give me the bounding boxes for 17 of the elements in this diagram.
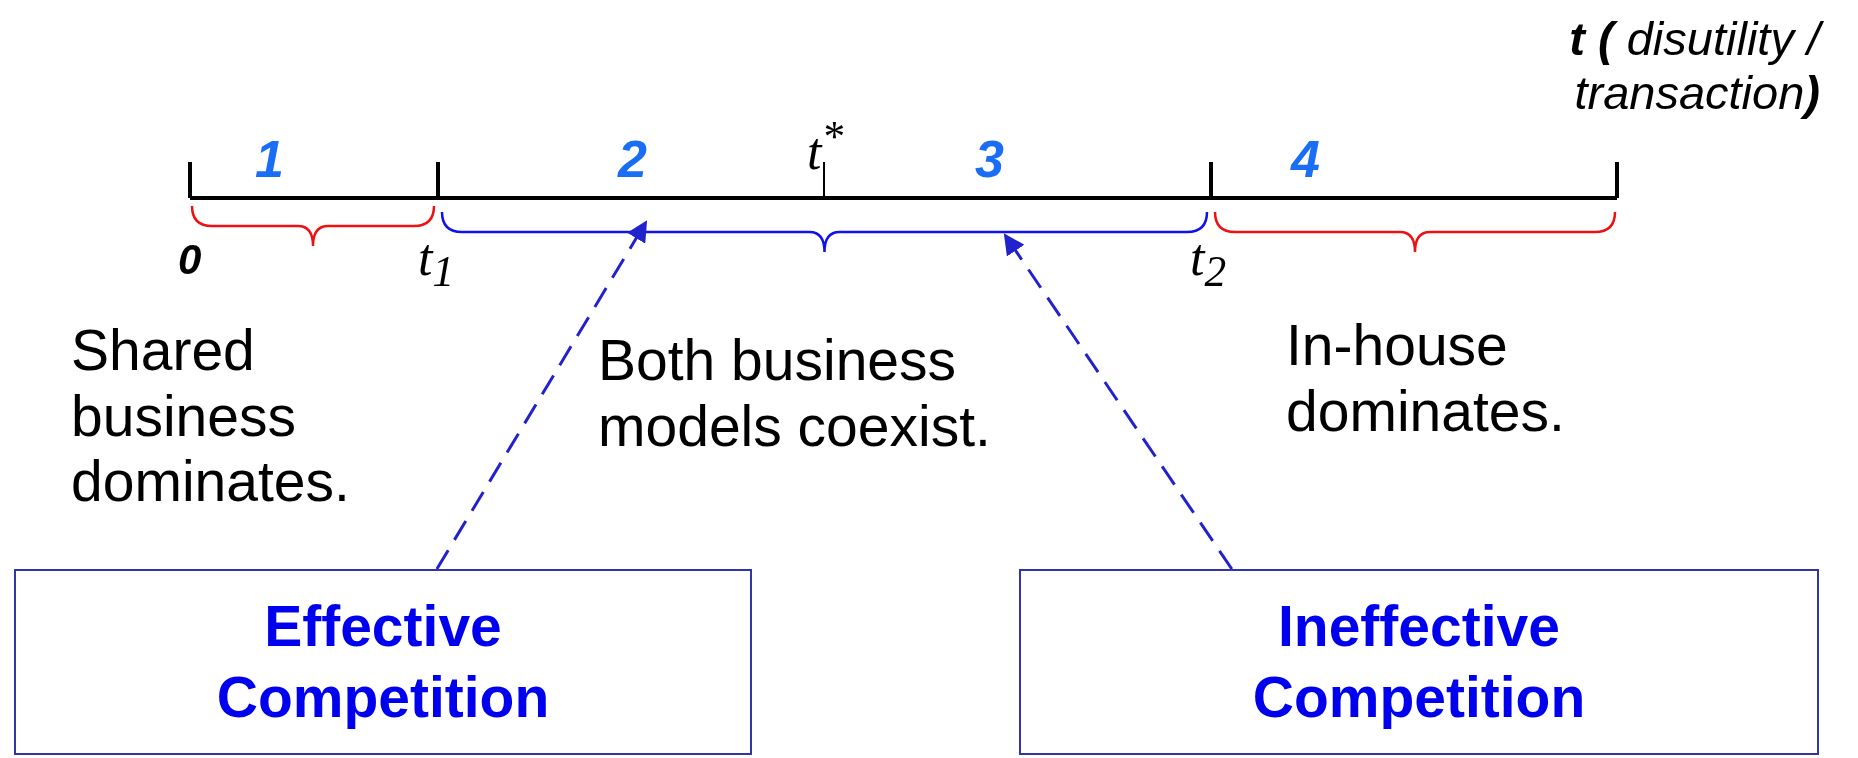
concept-box xyxy=(14,569,752,755)
region-number: 4 xyxy=(1291,130,1320,190)
region-description: Both business models coexist. xyxy=(598,328,992,460)
axis-origin-label: 0 xyxy=(178,236,202,285)
tick-label: t$^{*}$ xyxy=(807,112,844,183)
region-number: 1 xyxy=(255,130,284,190)
box-title: Ineffective Competition xyxy=(1251,592,1587,731)
dashed-arrow xyxy=(435,220,648,570)
tick-label: t$_{1}$ xyxy=(418,228,455,298)
region-number: 2 xyxy=(618,130,647,190)
box-title: Effective Competition xyxy=(215,592,551,731)
dashed-arrow xyxy=(1003,233,1234,570)
concept-box xyxy=(1019,569,1819,755)
region-description: Shared business dominates. xyxy=(71,318,351,515)
region-description: In-house dominates. xyxy=(1286,313,1566,445)
region-number: 3 xyxy=(975,130,1004,190)
tick-label: t$_{2}$ xyxy=(1190,228,1227,298)
